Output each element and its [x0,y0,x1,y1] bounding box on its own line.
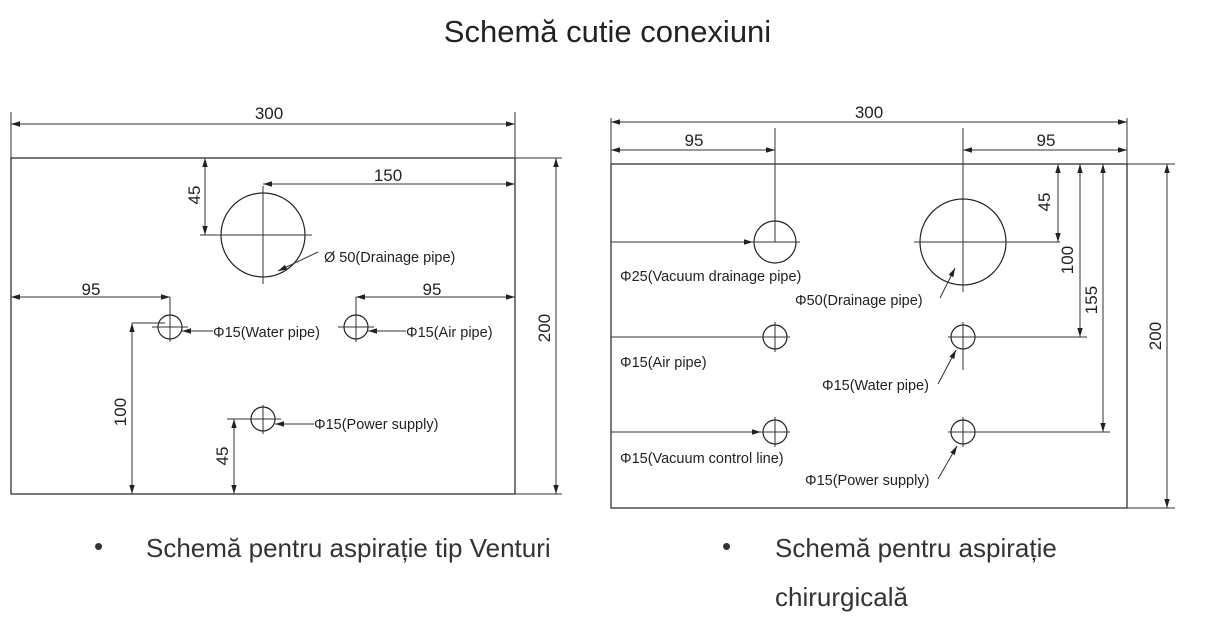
right-45-label: 45 [1035,193,1054,212]
left-diagram [10,112,562,495]
left-150-label: 150 [374,166,402,185]
right-95-left-label: 95 [685,131,704,150]
right-box [610,163,1128,509]
right-caption-line2: chirurgicală [775,582,908,612]
left-100-label: 100 [111,398,130,426]
left-caption-bullet: • [94,531,104,561]
right-width-label: 300 [855,103,883,122]
left-45-low-label: 45 [213,447,232,466]
right-water-label: Φ15(Water pipe) [822,378,929,394]
left-width-label: 300 [255,104,283,123]
right-caption-bullet: • [722,531,732,561]
right-diagram [610,118,1175,509]
right-vacuum-control-label: Φ15(Vacuum control line) [620,451,784,467]
left-45-label: 45 [185,186,204,205]
right-vacuum-drainage-label: Φ25(Vacuum drainage pipe) [620,269,801,285]
right-air-label: Φ15(Air pipe) [620,355,707,371]
left-air-label: Φ15(Air pipe) [406,325,493,341]
page-title: Schemă cutie conexiuni [443,14,772,49]
left-power-label: Φ15(Power supply) [314,417,438,433]
left-95-left-label: 95 [82,280,101,299]
right-155-label: 155 [1082,286,1101,314]
left-caption: Schemă pentru aspirație tip Venturi [146,533,551,563]
right-200-label: 200 [1146,322,1165,350]
right-drainage-label: Φ50(Drainage pipe) [795,293,923,309]
left-drainage-label: Ø 50(Drainage pipe) [324,250,455,266]
right-95-right-label: 95 [1037,131,1056,150]
left-water-label: Φ15(Water pipe) [213,325,320,341]
right-caption-line1: Schemă pentru aspirație [775,533,1057,563]
right-power-label: Φ15(Power supply) [805,473,929,489]
left-box [10,157,516,495]
right-100-label: 100 [1058,246,1077,274]
left-200-label: 200 [535,314,554,342]
left-95-right-label: 95 [423,280,442,299]
